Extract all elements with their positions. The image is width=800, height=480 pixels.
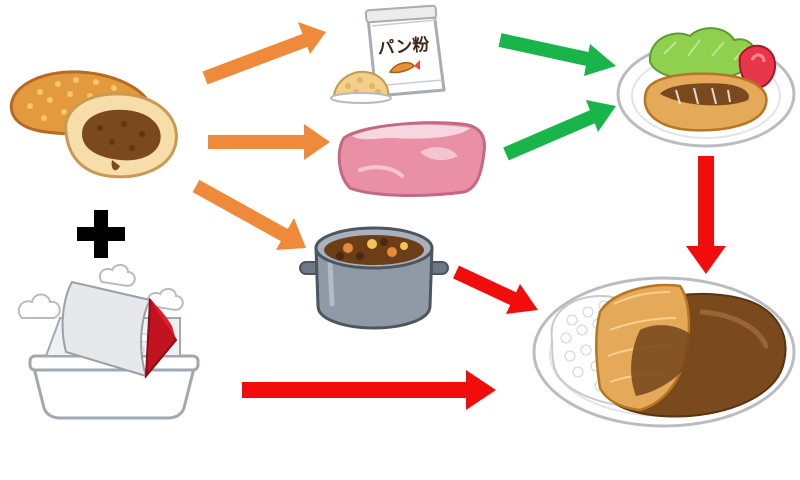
arrow-bread-to-pork [208,124,330,160]
curry-bread-icon [9,70,178,179]
arrow-tonkatsu-to-katsu-curry [686,156,726,274]
arrow-pot-to-katsu-curry [453,265,538,314]
arrow-pork-to-tonkatsu [503,100,616,161]
katsu-curry-icon [532,276,796,428]
arrow-bread-to-panko [202,22,326,85]
rice-pack-icon [17,264,200,420]
tonkatsu-plate-icon [616,27,796,148]
panko-label: パン粉 [377,34,430,59]
panko-bag-icon: パン粉 [330,4,446,104]
pork-meat-icon [337,121,486,197]
arrow-bread-to-pot [192,179,306,250]
plus-icon [77,210,125,258]
curry-pot-icon [299,226,449,330]
arrow-rice-to-katsu-curry [242,370,496,410]
arrow-panko-to-tonkatsu [498,33,616,76]
